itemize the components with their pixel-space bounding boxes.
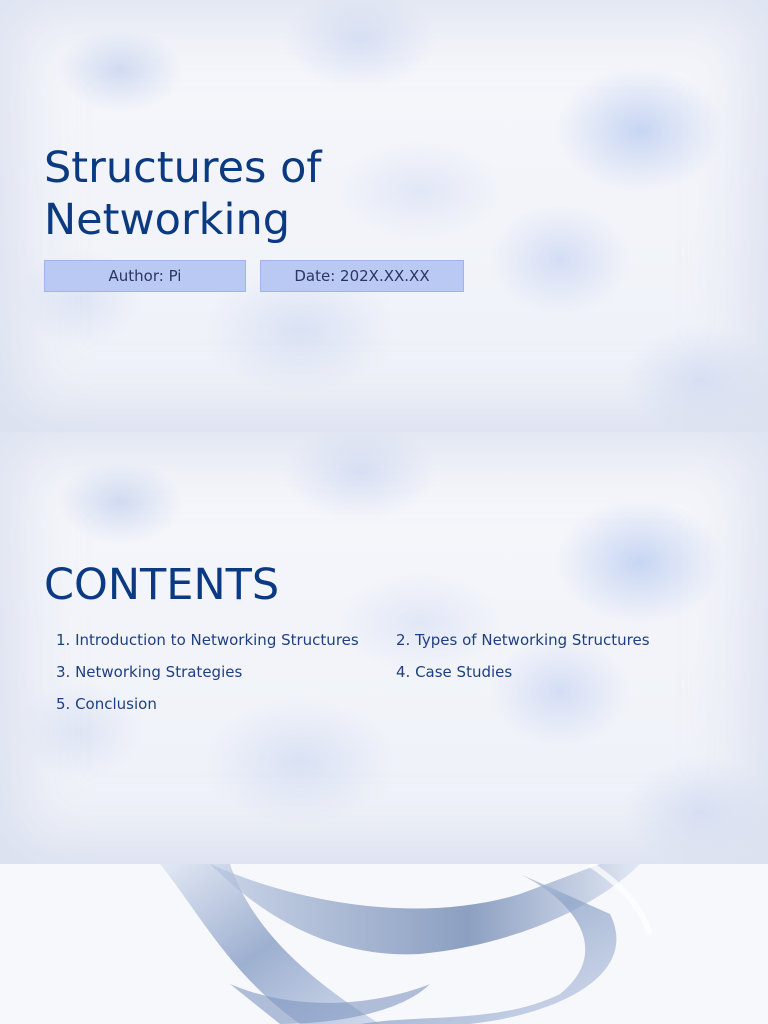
- title-slide: Structures of Networking Author: Pi Date…: [0, 0, 768, 432]
- date-box: Date: 202X.XX.XX: [260, 260, 464, 292]
- title-line-2: Networking: [44, 195, 291, 245]
- toc-item-4: 4. Case Studies: [396, 663, 513, 681]
- toc-item-2: 2. Types of Networking Structures: [396, 631, 650, 649]
- presentation-title: Structures of Networking: [44, 142, 464, 246]
- glass-ribbon-image: [160, 864, 653, 1024]
- table-of-contents: 1. Introduction to Networking Structures…: [56, 630, 696, 714]
- contents-slide: CONTENTS 1. Introduction to Networking S…: [0, 432, 768, 864]
- toc-item-1: 1. Introduction to Networking Structures: [56, 631, 359, 649]
- toc-item-3: 3. Networking Strategies: [56, 663, 243, 681]
- toc-item-5: 5. Conclusion: [56, 695, 157, 713]
- contents-heading: CONTENTS: [44, 560, 280, 610]
- author-box: Author: Pi: [44, 260, 246, 292]
- title-line-1: Structures of: [44, 143, 322, 193]
- next-slide-partial: [0, 864, 768, 1024]
